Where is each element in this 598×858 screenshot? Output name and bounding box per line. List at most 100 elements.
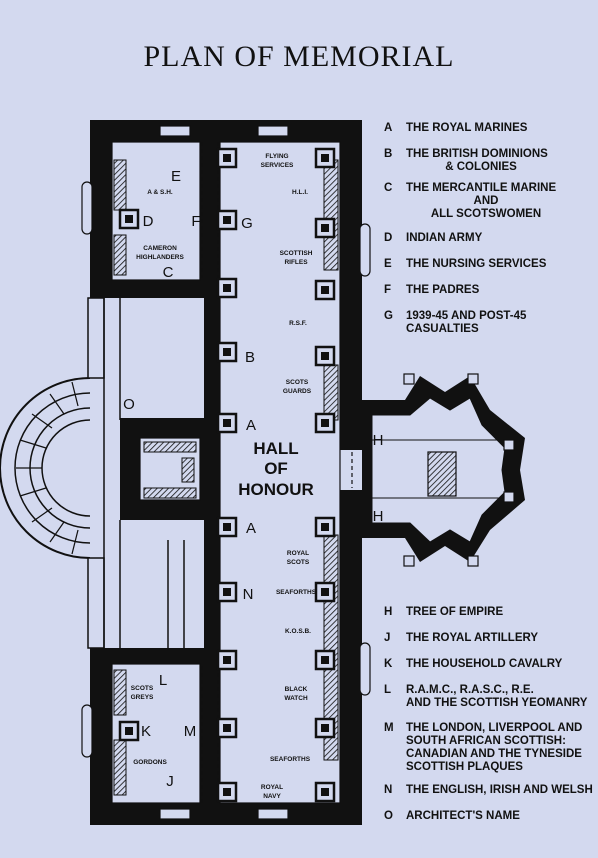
east-pier-dot xyxy=(321,224,329,232)
svg-text:SERVICES: SERVICES xyxy=(261,162,294,169)
west-pier-dot xyxy=(223,284,231,292)
legend-key: J xyxy=(384,632,391,644)
west-pier-dot xyxy=(223,724,231,732)
legend-text: THE ROYAL MARINES xyxy=(406,122,528,134)
marker-O: O xyxy=(123,396,135,413)
legend-text: INDIAN ARMY xyxy=(406,232,483,244)
east-pier-dot xyxy=(321,588,329,596)
legend-key: F xyxy=(384,284,392,296)
legend-text: THE NURSING SERVICES xyxy=(406,258,547,270)
marker-F: F xyxy=(191,213,200,230)
legend-text-line: & COLONIES xyxy=(445,161,517,173)
label-cameron-highlanders: CAMERON xyxy=(143,245,177,252)
svg-text:NAVY: NAVY xyxy=(263,793,281,800)
legend-text: THE BRITISH DOMINIONS& COLONIES xyxy=(406,148,596,174)
label-seaforths: SEAFORTHS xyxy=(276,589,317,596)
svg-text:OF: OF xyxy=(264,459,288,478)
legend-key: K xyxy=(384,658,393,670)
label-rsf: R.S.F. xyxy=(289,320,307,327)
west-pier-dot xyxy=(223,656,231,664)
marker-B: B xyxy=(245,349,255,366)
west-pier-dot xyxy=(223,348,231,356)
label-royal-scots: ROYAL xyxy=(287,550,309,557)
label-kosb: K.O.S.B. xyxy=(285,628,311,635)
east-pier-dot xyxy=(321,154,329,162)
east-pier-dot xyxy=(321,788,329,796)
svg-text:WATCH: WATCH xyxy=(284,695,308,702)
svg-text:GUARDS: GUARDS xyxy=(283,388,312,395)
page-title: PLAN OF MEMORIAL xyxy=(143,40,455,73)
marker-L: L xyxy=(159,672,167,689)
label-scottish-rifles: SCOTTISH xyxy=(280,250,313,257)
marker-D: D xyxy=(143,213,154,230)
svg-text:RIFLES: RIFLES xyxy=(284,259,308,266)
marker-G: G xyxy=(241,215,253,232)
legend-key: L xyxy=(384,684,392,696)
legend-key: H xyxy=(384,606,393,618)
legend-key: N xyxy=(384,784,393,796)
building-walls xyxy=(90,120,362,825)
legend-text-line: ALL SCOTSWOMEN xyxy=(430,208,542,220)
marker-M: M xyxy=(184,723,197,740)
room-pier-dot xyxy=(125,215,133,223)
svg-text:HIGHLANDERS: HIGHLANDERS xyxy=(136,254,184,261)
east-pier-dot xyxy=(321,656,329,664)
legend-text: THE ENGLISH, IRISH AND WELSH xyxy=(406,784,593,796)
west-pier-dot xyxy=(223,216,231,224)
legend-text: TREE OF EMPIRE xyxy=(406,606,504,618)
legend-text: THE HOUSEHOLD CAVALRY xyxy=(406,658,563,670)
label-hli: H.L.I. xyxy=(292,189,308,196)
legend-key: M xyxy=(384,722,394,734)
legend-text: 1939-45 AND POST-45 CASUALTIES xyxy=(406,310,527,335)
east-pier-dot xyxy=(321,286,329,294)
label-flying-services: FLYING xyxy=(265,153,288,160)
legend-key: C xyxy=(384,182,393,194)
marker-N: N xyxy=(243,586,254,603)
west-pier-dot xyxy=(223,419,231,427)
marker-A-2: A xyxy=(246,520,256,537)
legend-text: THE LONDON, LIVERPOOL AND SOUTH AFRICAN … xyxy=(406,722,583,773)
label-scots-guards: SCOTS xyxy=(286,379,309,386)
room-labels: FLYING SERVICES H.L.I. SCOTTISH RIFLES R… xyxy=(131,153,317,800)
svg-text:HALL: HALL xyxy=(253,439,298,458)
east-pier-dot xyxy=(321,352,329,360)
legend-key: B xyxy=(384,148,393,160)
east-pier-dot xyxy=(321,523,329,531)
hall-of-honour-label: HALL OF HONOUR xyxy=(238,439,314,499)
marker-H-2: H xyxy=(373,508,384,525)
legend-text-line: THE BRITISH DOMINIONS xyxy=(406,148,548,160)
west-pier-dot xyxy=(223,588,231,596)
legend-text-line: AND xyxy=(473,195,499,207)
marker-A-1: A xyxy=(246,417,256,434)
label-scots-greys: SCOTS xyxy=(131,685,154,692)
room-pier-dot xyxy=(125,727,133,735)
east-pier-dot xyxy=(321,419,329,427)
legend-text-line: THE MERCANTILE MARINE xyxy=(406,182,557,194)
semicircular-stair xyxy=(0,297,105,649)
label-gordons: GORDONS xyxy=(133,759,167,766)
svg-text:GREYS: GREYS xyxy=(131,694,154,701)
label-ash: A & S.H. xyxy=(147,189,173,196)
legend-key: D xyxy=(384,232,393,244)
west-pier-dot xyxy=(223,788,231,796)
marker-H-1: H xyxy=(373,432,384,449)
legend-text: THE PADRES xyxy=(406,284,480,296)
label-seaforths-2: SEAFORTHS xyxy=(270,756,311,763)
legend-text: R.A.M.C., R.A.S.C., R.E. AND THE SCOTTIS… xyxy=(406,684,588,709)
marker-K: K xyxy=(141,723,151,740)
legend-text: ARCHITECT'S NAME xyxy=(406,810,520,822)
svg-text:HONOUR: HONOUR xyxy=(238,480,314,499)
legend-key: E xyxy=(384,258,392,270)
west-pier-dot xyxy=(223,523,231,531)
svg-text:SCOTS: SCOTS xyxy=(287,559,310,566)
legend-key: A xyxy=(384,122,393,134)
marker-E: E xyxy=(171,168,181,185)
marker-C: C xyxy=(163,264,174,281)
west-pier-dot xyxy=(223,154,231,162)
shrine-apse xyxy=(362,373,525,567)
legend-text: THE ROYAL ARTILLERY xyxy=(406,632,539,644)
label-royal-navy: ROYAL xyxy=(261,784,283,791)
label-black-watch: BLACK xyxy=(285,686,308,693)
